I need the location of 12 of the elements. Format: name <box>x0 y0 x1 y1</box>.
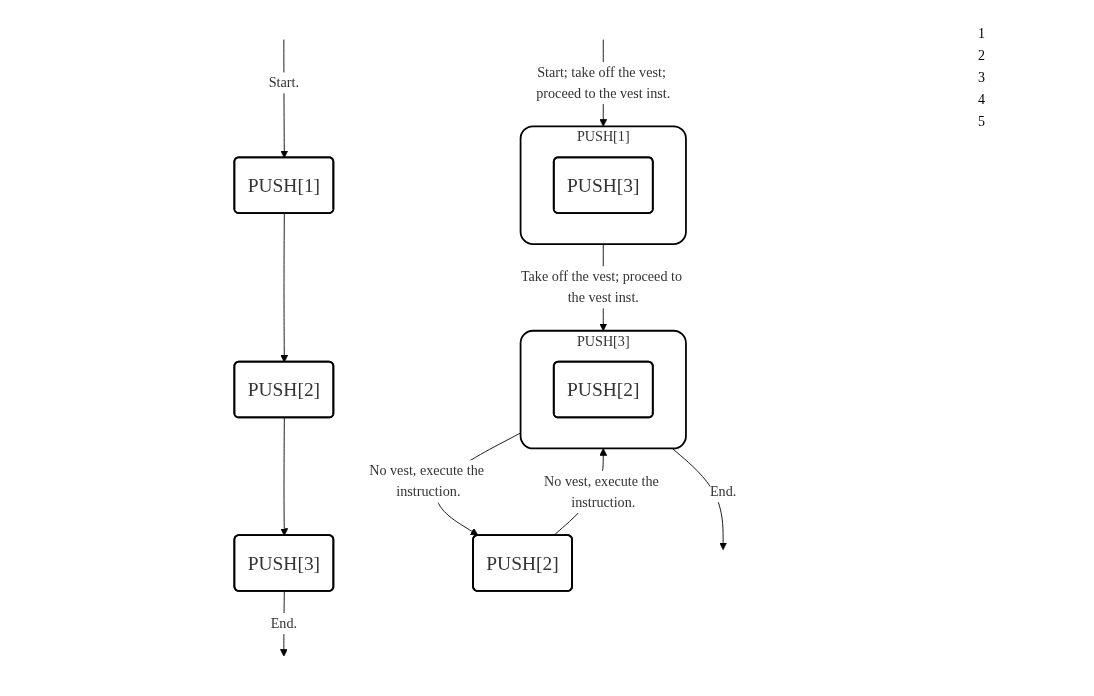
edge-label: No vest, execute the instruction. <box>369 462 484 500</box>
callout-number: 5 <box>978 114 986 130</box>
callout-number: 3 <box>978 70 986 86</box>
edge-label: Start. <box>268 75 300 91</box>
callout-number: 1 <box>978 26 986 42</box>
edge-label: Take off the vest; proceed to the vest inst. <box>520 268 683 306</box>
edge-label: End. <box>270 615 298 631</box>
edge-label: End. <box>709 483 737 499</box>
edge-label: Start; take off the vest; proceed to the vest inst. <box>536 64 671 101</box>
callout-number: 4 <box>978 92 986 108</box>
callout-number: 2 <box>978 48 986 64</box>
edge-label: No vest, execute the instruction. <box>544 473 659 510</box>
